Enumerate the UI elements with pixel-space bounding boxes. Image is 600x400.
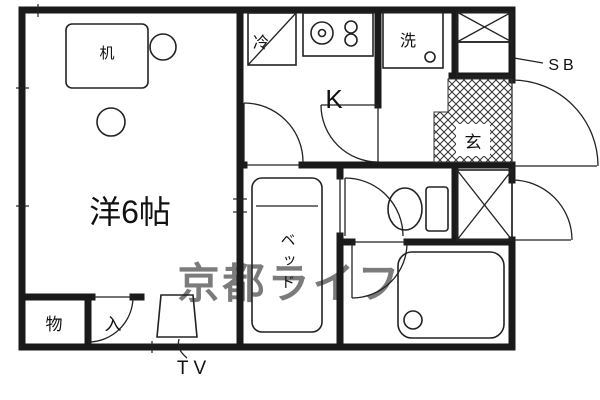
toilet	[387, 186, 449, 232]
main-room-label: 洋6帖	[89, 194, 171, 230]
pipe-space	[456, 169, 513, 241]
bed-label: ベッド	[279, 232, 296, 295]
genkan-area	[433, 78, 513, 163]
chair-right	[149, 33, 177, 61]
outer-walls	[18, 6, 516, 351]
bathtub	[397, 251, 505, 339]
desk-label: 机	[99, 45, 114, 62]
tv-stand	[156, 294, 198, 359]
storage-entry-label: 入	[105, 315, 122, 334]
desk	[65, 23, 149, 89]
tv-label: TV	[177, 358, 211, 379]
bed	[251, 177, 323, 333]
kitchen-label: K	[325, 84, 343, 114]
storage-label: 物	[46, 315, 63, 334]
shoe-box-label: SB	[548, 57, 577, 74]
stove	[302, 12, 374, 57]
shoe-box	[456, 11, 544, 77]
fridge	[247, 12, 297, 66]
chair-bottom	[96, 107, 126, 137]
genkan-label: 玄	[465, 133, 482, 152]
washer-label: 洗	[400, 32, 416, 50]
washing-machine	[382, 11, 444, 69]
fridge-label: 冷	[253, 34, 269, 52]
wall-ticks	[16, 4, 247, 353]
watermark-text: 京都ライフ	[177, 260, 402, 307]
inner-walls	[18, 6, 516, 351]
